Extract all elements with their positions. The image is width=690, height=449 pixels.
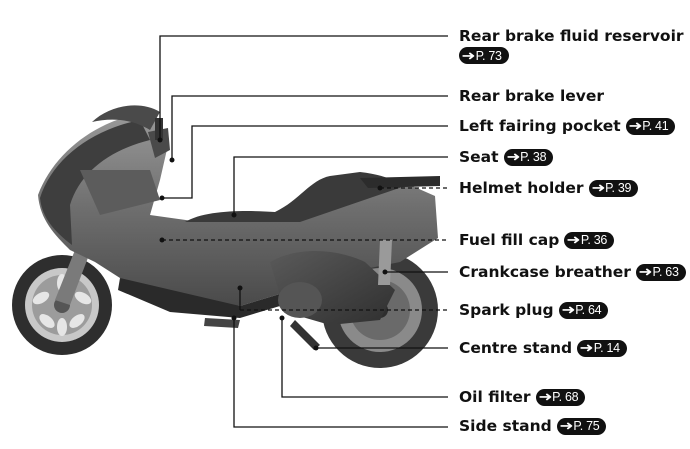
callout-label: Centre stand bbox=[459, 339, 573, 357]
page-ref-badge[interactable]: ➜P. 36 bbox=[564, 231, 614, 249]
callout-rear-brake-fluid-reservoir: Rear brake fluid reservoir bbox=[459, 26, 684, 46]
callout-label: Oil filter bbox=[459, 388, 531, 406]
callout-crankcase-breather: Crankcase breather ➜P. 63 bbox=[459, 262, 686, 282]
callout-label: Spark plug bbox=[459, 301, 554, 319]
arrow-right-icon: ➜ bbox=[638, 264, 653, 279]
callout-label: Side stand bbox=[459, 417, 552, 435]
arrow-right-icon: ➜ bbox=[461, 47, 476, 63]
page-ref-badge[interactable]: ➜P. 68 bbox=[535, 388, 586, 406]
arrow-right-icon: ➜ bbox=[566, 232, 581, 247]
callout-centre-stand: Centre stand ➜P. 14 bbox=[459, 338, 627, 358]
arrow-right-icon: ➜ bbox=[579, 340, 594, 355]
callout-label: Rear brake lever bbox=[459, 87, 605, 105]
callout-rear-brake-fluid-reservoir-ref: ➜P. 73 bbox=[459, 47, 509, 64]
callout-label: Left fairing pocket bbox=[459, 117, 621, 135]
page-ref-badge[interactable]: ➜P. 38 bbox=[503, 148, 554, 166]
callout-seat: Seat ➜P. 38 bbox=[459, 147, 554, 167]
callout-fuel-fill-cap: Fuel fill cap ➜P. 36 bbox=[459, 230, 614, 250]
callout-label: Seat bbox=[459, 148, 499, 166]
leader-lines bbox=[159, 35, 448, 428]
callout-label: Fuel fill cap bbox=[459, 231, 560, 249]
arrow-right-icon: ➜ bbox=[628, 118, 642, 133]
arrow-right-icon: ➜ bbox=[590, 180, 605, 195]
arrow-right-icon: ➜ bbox=[559, 418, 573, 433]
callout-oil-filter: Oil filter ➜P. 68 bbox=[459, 387, 586, 407]
callout-helmet-holder: Helmet holder ➜P. 39 bbox=[459, 178, 639, 198]
callout-side-stand: Side stand ➜P. 75 bbox=[459, 416, 607, 436]
front-wheel bbox=[12, 255, 112, 355]
arrow-right-icon: ➜ bbox=[505, 149, 520, 164]
seat-shape bbox=[185, 172, 405, 222]
callout-left-fairing-pocket: Left fairing pocket ➜P. 41 bbox=[459, 116, 676, 136]
arrow-right-icon: ➜ bbox=[537, 389, 552, 404]
page-ref-badge[interactable]: ➜P. 14 bbox=[577, 339, 627, 357]
callout-spark-plug: Spark plug ➜P. 64 bbox=[459, 300, 609, 320]
page-ref-badge[interactable]: ➜P. 39 bbox=[588, 179, 639, 197]
page-ref-badge[interactable]: ➜P. 63 bbox=[635, 263, 686, 281]
callout-label: Rear brake fluid reservoir bbox=[459, 27, 684, 45]
callout-label: Helmet holder bbox=[459, 179, 584, 197]
page-ref-badge[interactable]: ➜P. 41 bbox=[625, 117, 676, 135]
callout-rear-brake-lever: Rear brake lever bbox=[459, 86, 604, 106]
arrow-right-icon: ➜ bbox=[561, 302, 575, 317]
page-ref-badge[interactable]: ➜P. 73 bbox=[459, 47, 509, 64]
page-ref-badge[interactable]: ➜P. 64 bbox=[558, 301, 609, 319]
leader-dots bbox=[157, 137, 388, 351]
page-ref-badge[interactable]: ➜P. 75 bbox=[556, 417, 607, 435]
callout-label: Crankcase breather bbox=[459, 263, 631, 281]
